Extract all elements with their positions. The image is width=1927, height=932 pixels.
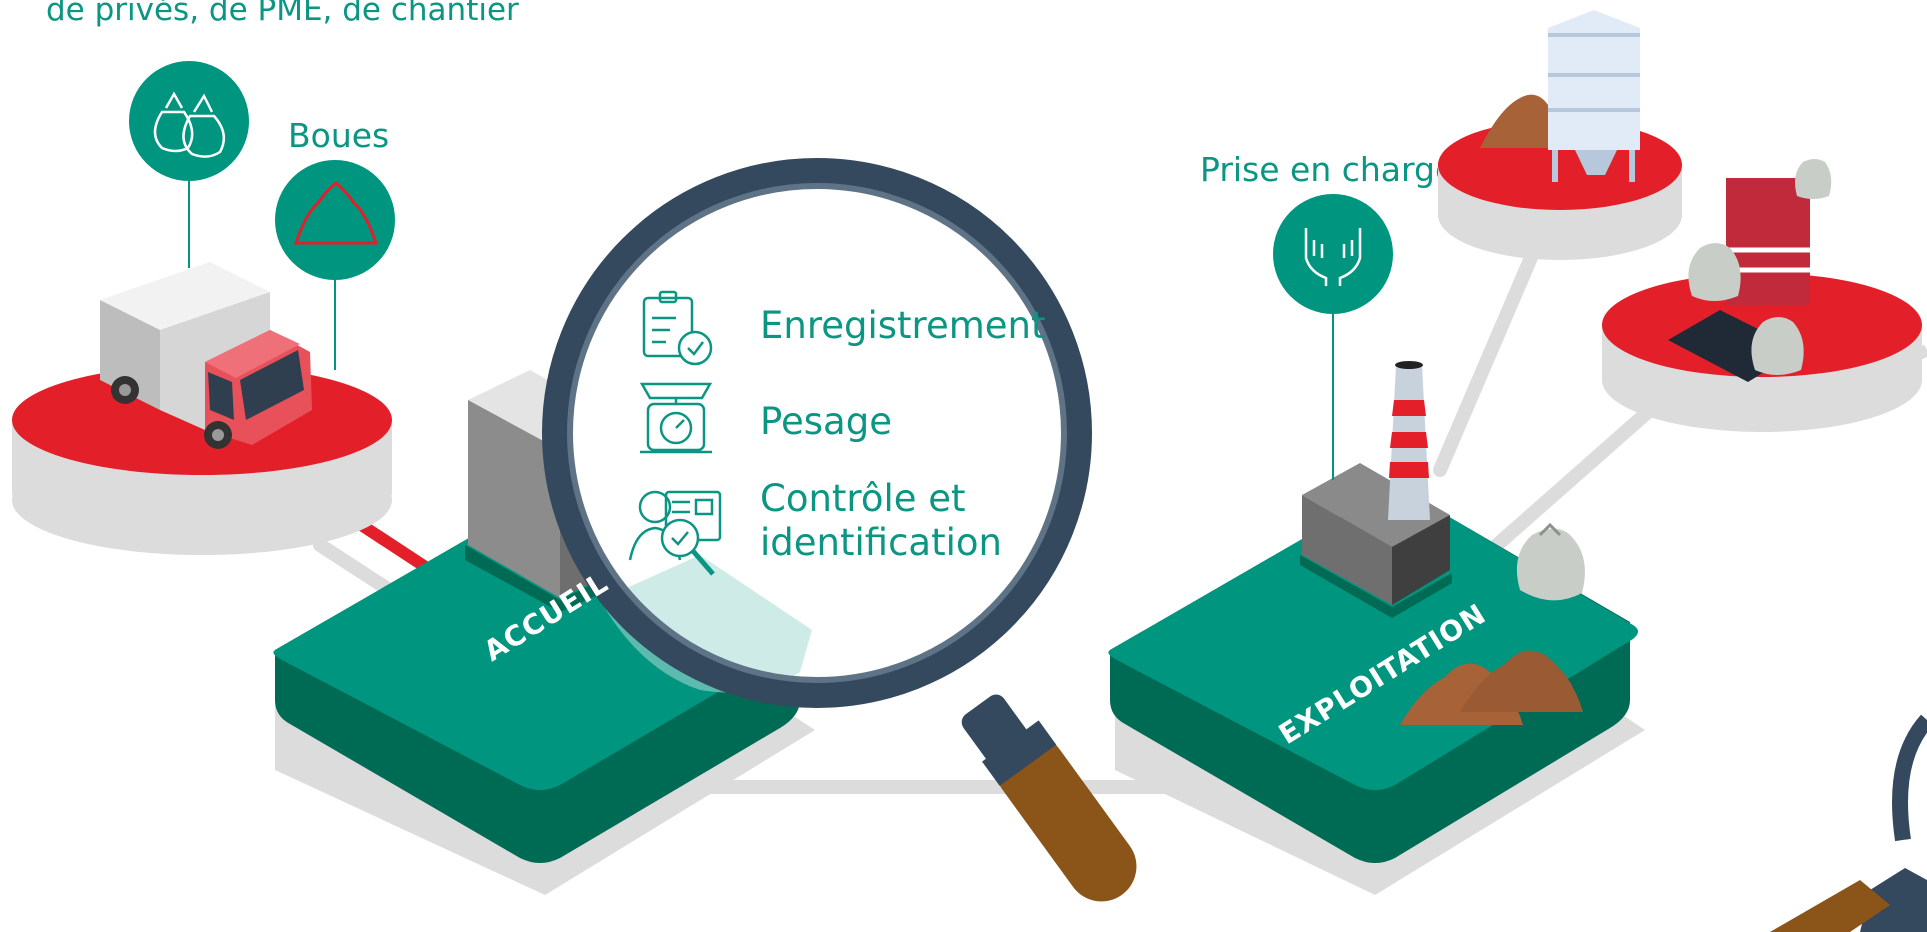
clipboard-check-icon: [642, 290, 713, 366]
silo-disc: [1438, 10, 1682, 260]
registration-label: Enregistrement: [760, 304, 1046, 347]
waste-bag-and-piles: [1400, 522, 1585, 725]
sludge-label: Boues: [288, 116, 390, 155]
inspector-icon: [628, 490, 722, 576]
bin-disc: [1602, 159, 1927, 432]
magnifier: [542, 158, 1137, 902]
scale-icon: [639, 382, 713, 454]
magnifier-cropped: [1770, 714, 1927, 932]
factory: [1300, 361, 1452, 618]
waste-bags-icon: [129, 61, 249, 181]
weighing-label: Pesage: [760, 400, 892, 443]
inspection-label: Contrôle et identification: [760, 477, 1002, 564]
sludge-pile-icon: [275, 160, 395, 280]
truck: [100, 262, 312, 449]
hands-icon: [1273, 194, 1393, 314]
header-text: de privés, de PME, de chantier: [46, 0, 519, 28]
handling-label: Prise en charge: [1200, 150, 1456, 189]
